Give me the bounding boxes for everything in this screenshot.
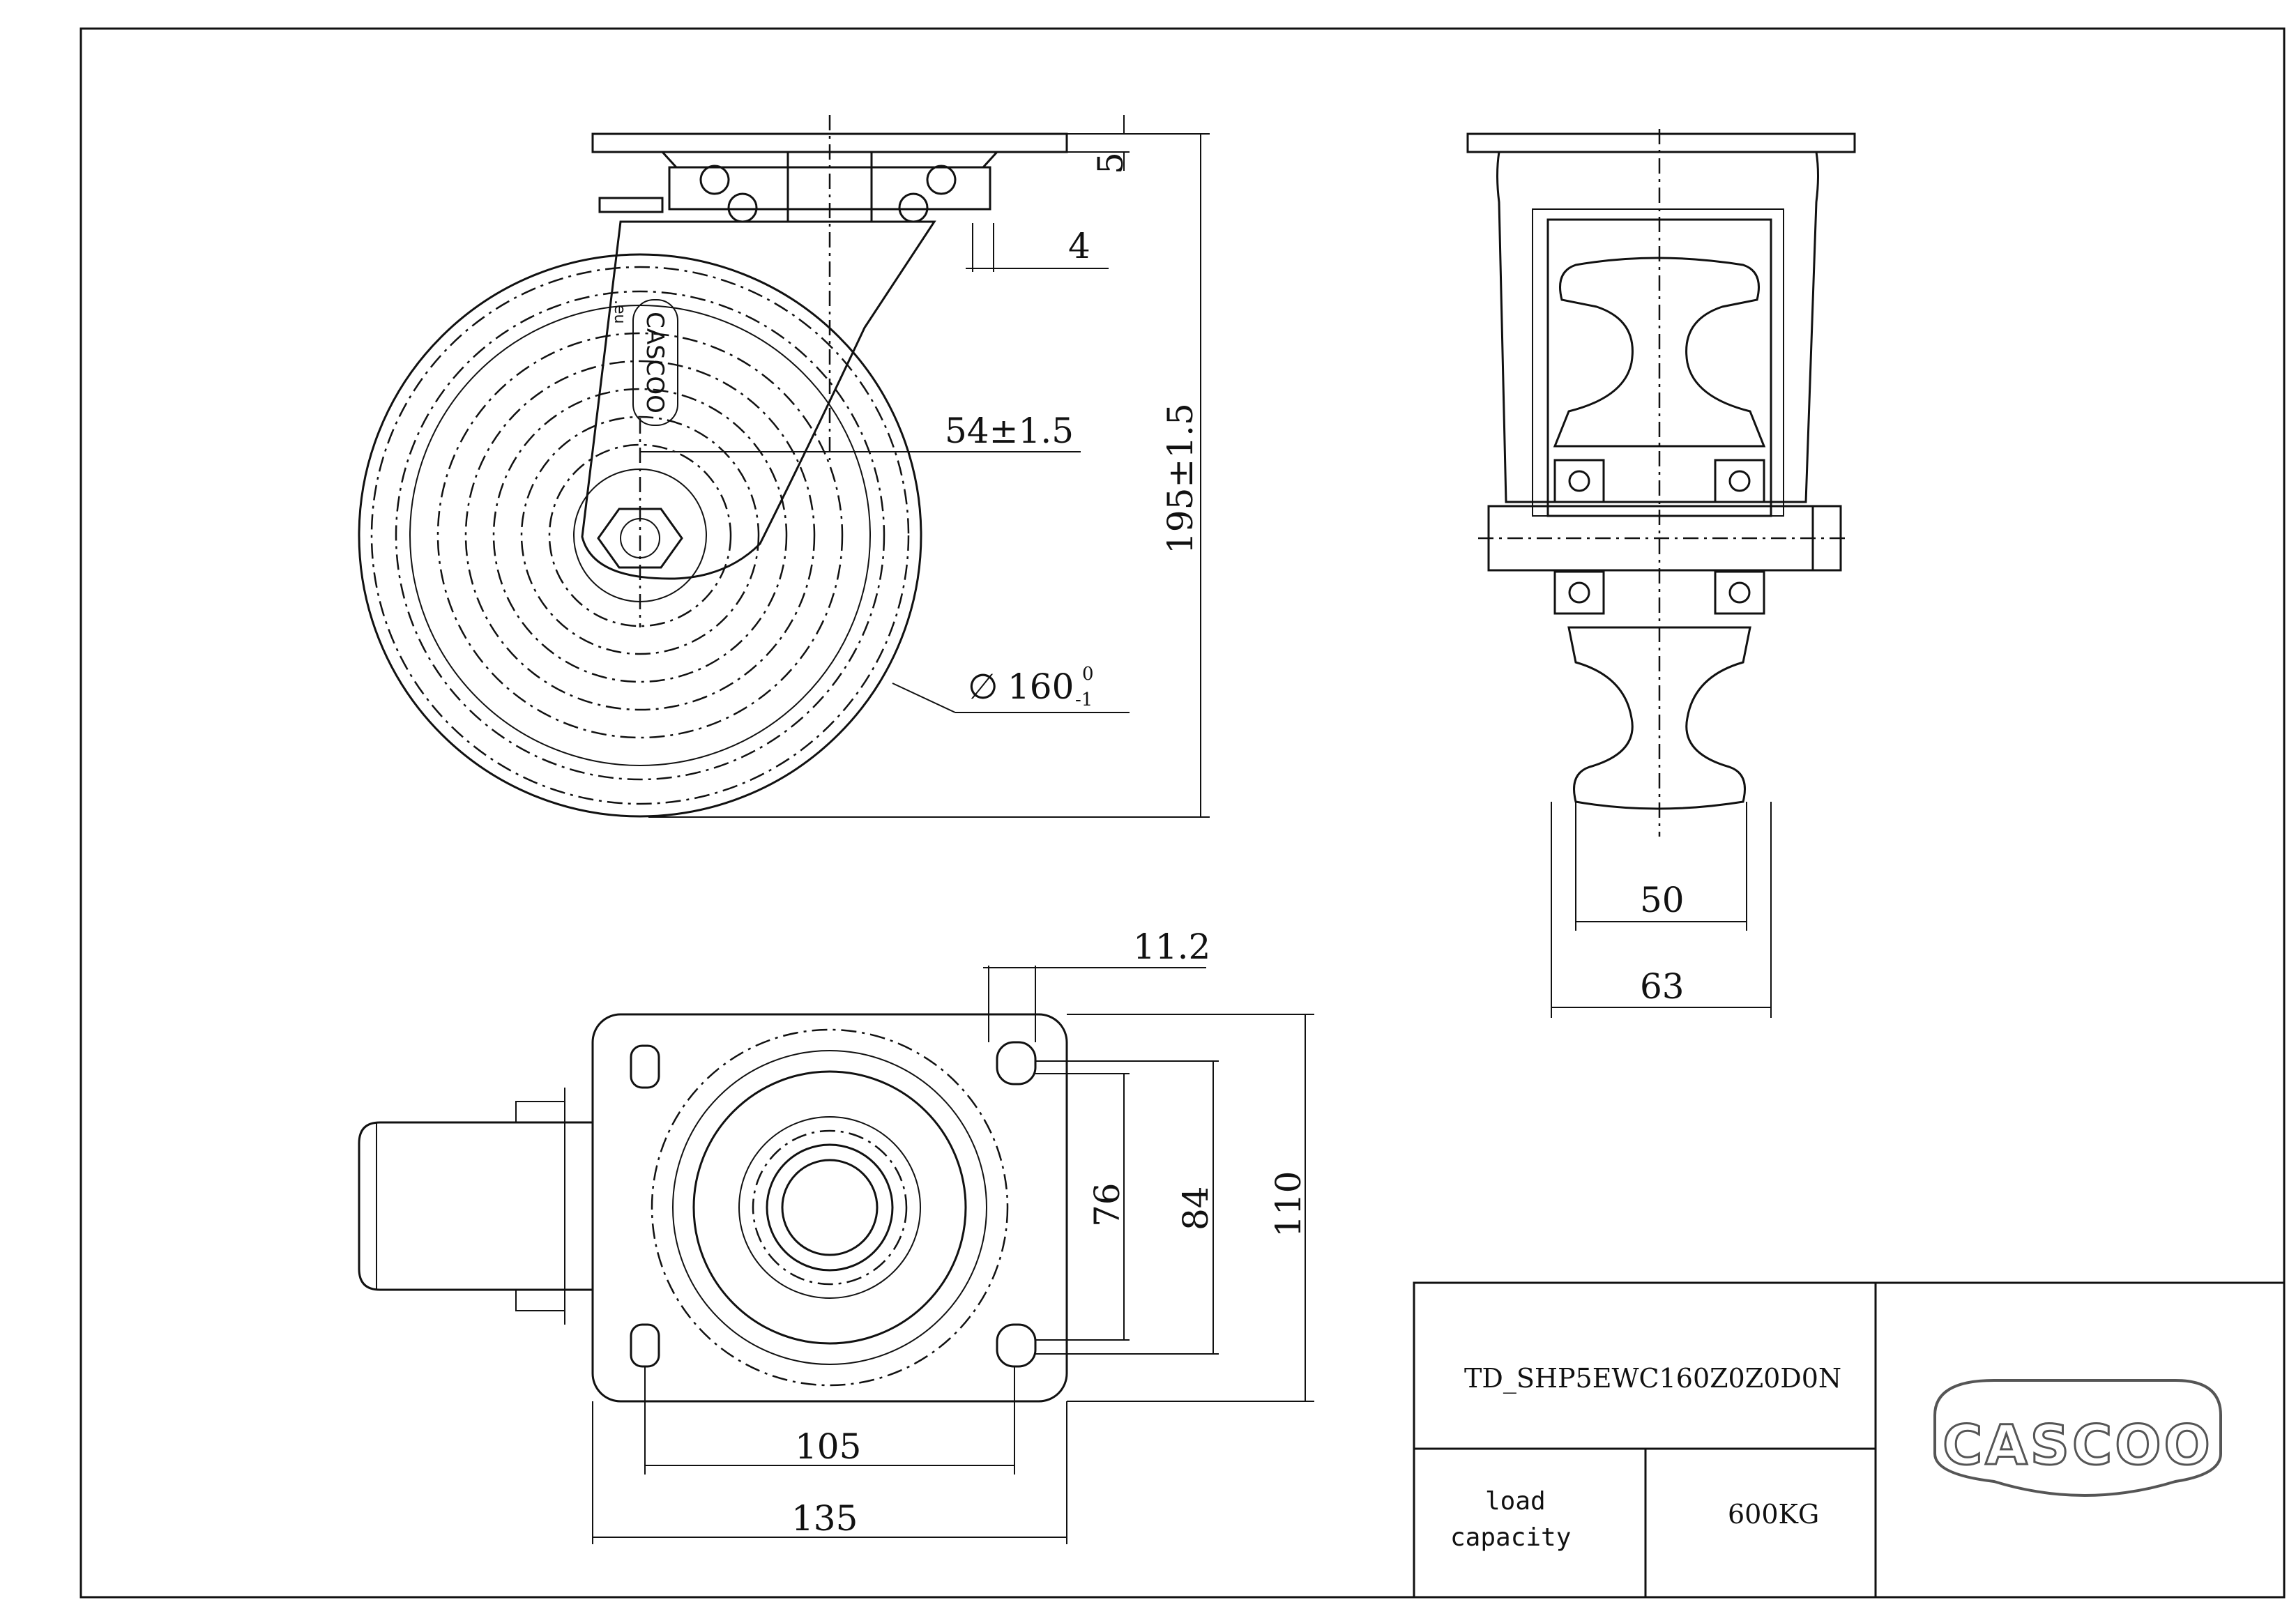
dim-hole-spacing-105: 105 bbox=[795, 1426, 861, 1467]
front-view-dimensions: 50 63 bbox=[1551, 802, 1772, 1018]
dim-swivel-offset: 54±1.5 bbox=[945, 411, 1074, 451]
dim-fork-width: 63 bbox=[1640, 966, 1685, 1007]
load-label-line1: load bbox=[1485, 1487, 1546, 1516]
dim-wheel-diameter: 160 bbox=[1008, 666, 1074, 707]
side-view-dimensions: 5 4 54±1.5 195±1.5 ∅ 160 0 -1 bbox=[640, 115, 1210, 818]
dim-plate-width: 110 bbox=[1268, 1171, 1309, 1237]
dim-hole-spacing-84: 84 bbox=[1176, 1186, 1216, 1230]
drawing-border bbox=[79, 27, 2286, 1599]
title-block: TD_SHP5EWC160Z0Z0D0N load capacity 600KG… bbox=[1413, 1281, 2286, 1599]
dim-diameter-tol-lower: -1 bbox=[1075, 689, 1093, 710]
dim-wheel-width: 50 bbox=[1640, 880, 1685, 920]
fork-logo-suffix: .eu bbox=[611, 300, 628, 323]
side-view: CASCOO .eu bbox=[358, 115, 1068, 818]
dim-diameter-tol-upper: 0 bbox=[1082, 664, 1094, 685]
dim-diameter-symbol: ∅ bbox=[968, 666, 998, 707]
dim-total-height: 195±1.5 bbox=[1160, 403, 1201, 554]
cascoo-logo: CASCOO bbox=[1933, 1379, 2222, 1497]
front-view bbox=[1466, 129, 1856, 837]
logo-text: CASCOO bbox=[1943, 1415, 2213, 1477]
dim-plate-thickness: 5 bbox=[1090, 152, 1131, 174]
dim-plate-length: 135 bbox=[791, 1498, 858, 1539]
fork-logo-text: CASCOO bbox=[641, 312, 669, 413]
part-number: TD_SHP5EWC160Z0Z0D0N bbox=[1464, 1363, 1841, 1394]
top-view bbox=[358, 1013, 1068, 1403]
dim-hole-slot: 11.2 bbox=[1133, 927, 1210, 967]
load-label-line2: capacity bbox=[1450, 1523, 1571, 1552]
dim-offset: 4 bbox=[1068, 226, 1090, 266]
load-value: 600KG bbox=[1728, 1499, 1819, 1530]
top-view-dimensions: 11.2 76 84 110 105 135 bbox=[592, 927, 1314, 1544]
dim-hole-spacing-76: 76 bbox=[1087, 1182, 1127, 1227]
